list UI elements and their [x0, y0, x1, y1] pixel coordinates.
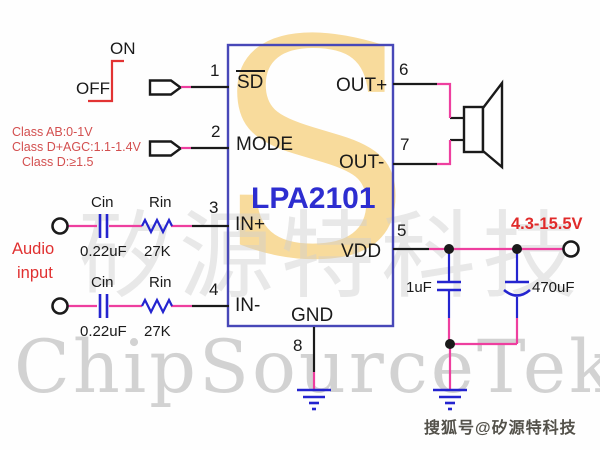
chipsourcetek-logo-s-icon: S	[212, 0, 418, 326]
pin-number-8: 8	[293, 336, 303, 355]
pin-number-6: 6	[399, 60, 409, 79]
resistor-rin2	[141, 297, 173, 315]
sohu-account-badge: 搜狐号@矽源特科技	[424, 420, 577, 437]
switch-off-label: OFF	[76, 79, 110, 98]
bypass-cap-value: 1uF	[406, 279, 432, 296]
junction-dot	[444, 244, 454, 254]
mode-note-class-d: Class D:≥1.5	[22, 155, 94, 169]
cin2-name: Cin	[91, 274, 114, 291]
switch-on-label: ON	[110, 39, 136, 58]
ic-part-number: LPA2101	[251, 182, 376, 215]
ground-symbol-left	[297, 388, 331, 411]
cin2-value: 0.22uF	[80, 323, 127, 340]
pin-number-2: 2	[211, 122, 221, 141]
supply-voltage-range: 4.3-15.5V	[511, 215, 583, 233]
watermark-company-cn: 矽源特科技	[78, 202, 584, 312]
pin-number-4: 4	[209, 280, 219, 299]
junction-dot	[445, 339, 455, 349]
pin-label-vdd: VDD	[341, 241, 382, 262]
mode-note-class-ab: Class AB:0-1V	[12, 125, 93, 139]
bulk-cap-value: 470uF	[532, 279, 575, 296]
junction-dot	[512, 244, 522, 254]
ic-outline	[226, 43, 395, 328]
audio-input-label-line1: Audio	[12, 240, 55, 258]
black-wires	[191, 82, 465, 372]
resistor-rin1	[141, 217, 173, 235]
pin-label-mode: MODE	[236, 134, 293, 155]
pin-label-out-plus: OUT+	[336, 75, 388, 96]
rin1-value: 27K	[144, 243, 171, 260]
watermark-company-en: ChipSourceTek	[14, 325, 600, 410]
pin-label-sd: SD	[237, 72, 264, 93]
pin-label-in-minus: IN-	[235, 295, 261, 316]
pin-number-5: 5	[397, 221, 407, 240]
rin2-value: 27K	[144, 323, 171, 340]
capacitor-1uf	[437, 252, 461, 318]
capacitor-cin2	[98, 294, 109, 318]
capacitor-470uf	[503, 252, 531, 318]
ground-symbol-right	[433, 388, 467, 411]
terminal-audio-in-minus	[51, 297, 69, 315]
signal-tag-icon-sd	[148, 79, 183, 96]
rin2-name: Rin	[149, 274, 172, 291]
signal-tag-icon-mode	[148, 140, 183, 157]
pin-label-out-minus: OUT-	[339, 152, 385, 173]
audio-input-label-line2: input	[17, 264, 53, 282]
speaker-icon	[462, 79, 504, 170]
pin-number-7: 7	[400, 135, 410, 154]
mode-note-class-d-agc: Class D+AGC:1.1-1.4V	[12, 140, 141, 154]
pin-label-in-plus: IN+	[235, 214, 266, 235]
pin-label-gnd: GND	[291, 305, 334, 326]
cin1-name: Cin	[91, 194, 114, 211]
pin-number-1: 1	[210, 61, 220, 80]
pin-number-3: 3	[209, 198, 219, 217]
onoff-step-waveform-icon	[88, 59, 124, 103]
terminal-audio-in-plus	[51, 217, 69, 235]
capacitor-cin1	[98, 214, 109, 238]
blue-components	[98, 214, 531, 411]
cin1-value: 0.22uF	[80, 243, 127, 260]
rin1-name: Rin	[149, 194, 172, 211]
terminal-vdd-supply	[562, 240, 580, 258]
